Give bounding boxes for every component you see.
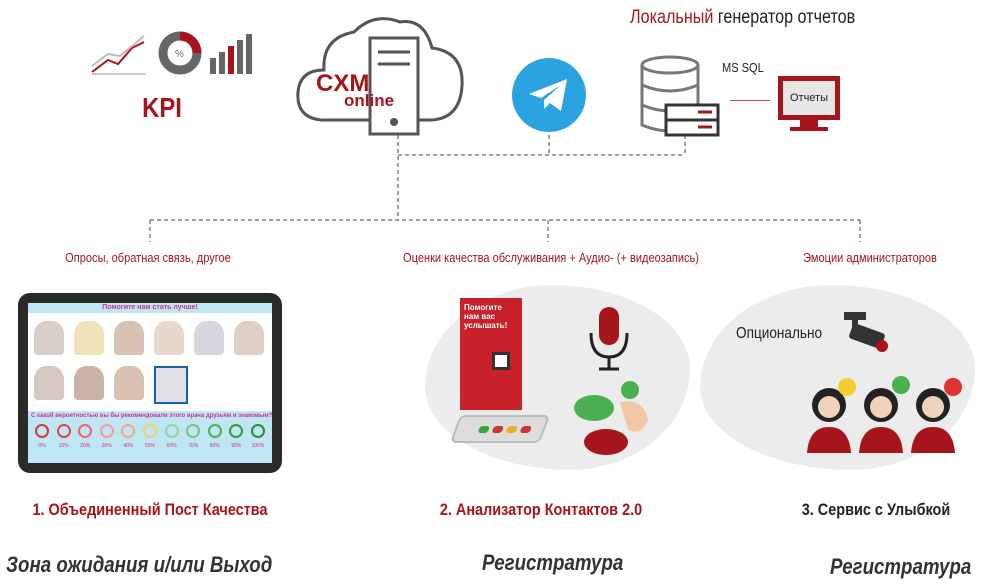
ms-sql-label: MS SQL (722, 60, 764, 75)
product-title-2: 2. Анализатор Контактов 2.0 (439, 500, 643, 519)
button-console (449, 415, 551, 443)
kpi-icons: % (91, 31, 252, 75)
card-text: Помогите нам вас услышать! (464, 303, 508, 330)
rating-button-yellow[interactable] (505, 425, 519, 433)
bar-chart-icon (210, 34, 252, 74)
doctor-photo[interactable] (74, 365, 104, 400)
rating-panel: С какой вероятностью вы бы рекомендовали… (28, 411, 272, 463)
product-title-1: 1. Объединенный Пост Качества (32, 500, 268, 519)
cxm-online-logo: CXM online (316, 70, 395, 110)
rating-scale: 0% 10% 20% 30% 40% 50% 60% 70% 80% 90% 1… (31, 424, 269, 449)
feedback-card: Помогите нам вас услышать! (460, 298, 522, 410)
microphone-icon (589, 307, 629, 371)
telegram-icon (512, 58, 586, 132)
qr-code (492, 352, 510, 371)
connector-lines (149, 135, 861, 242)
rating-option[interactable]: 30% (99, 424, 114, 449)
rating-option[interactable]: 70% (186, 424, 201, 449)
doctor-photo-selected[interactable] (154, 365, 188, 404)
doctor-photo[interactable] (114, 321, 144, 355)
doctor-photo[interactable] (34, 321, 64, 355)
administrator-happy (807, 378, 856, 453)
location-2: Регистратура (482, 550, 624, 575)
doctor-photo[interactable] (234, 321, 264, 355)
rating-option[interactable]: 50% (142, 424, 157, 449)
rating-option[interactable]: 0% (35, 424, 49, 449)
location-3: Регистратура (830, 554, 972, 579)
monitor-base (790, 127, 828, 131)
doctor-photo[interactable] (74, 321, 104, 355)
reports-label: Отчеты (783, 81, 835, 115)
camera-icon (844, 312, 888, 352)
rating-button-red[interactable] (519, 425, 533, 433)
rating-option[interactable]: 40% (121, 424, 136, 449)
survey-heading: Помогите нам стать лучше! (28, 303, 272, 313)
tablet-screen: Помогите нам стать лучше! С какой вероят… (28, 303, 272, 463)
rating-option[interactable]: 10% (56, 424, 71, 449)
logo-online: online (344, 91, 395, 110)
rating-option[interactable]: 80% (207, 424, 222, 449)
rating-button-red[interactable] (491, 425, 505, 433)
location-1: Зона ожидания и/или Выход (6, 552, 273, 577)
doctor-photo[interactable] (194, 321, 224, 355)
administrator-angry (911, 378, 962, 453)
rating-option[interactable]: 100% (250, 424, 265, 449)
branch-label-1: Опросы, обратная связь, другое (65, 250, 231, 265)
db-monitor-connector (730, 100, 770, 101)
database-server-icon (640, 55, 720, 137)
line-chart-icon (91, 35, 146, 75)
title-highlight: Локальный (630, 7, 714, 28)
branch-label-2: Оценки качества обслуживания + Аудио- (+… (403, 250, 699, 265)
rating-question: С какой вероятностью вы бы рекомендовали… (31, 413, 272, 419)
rating-option[interactable]: 60% (164, 424, 179, 449)
kpi-label: KPI (142, 92, 182, 123)
optional-label: Опционально (736, 325, 823, 342)
voice-bubbles-icon (574, 381, 648, 455)
product-title-3: 3. Сервис с Улыбкой (801, 500, 951, 519)
rating-option[interactable]: 90% (229, 424, 244, 449)
rating-option[interactable]: 20% (78, 424, 93, 449)
logo-cxm: CXM (316, 70, 370, 97)
rating-button-green[interactable] (477, 425, 491, 433)
svg-text:%: % (175, 49, 184, 60)
reports-monitor: Отчеты (778, 76, 840, 120)
cloud-server-icon (296, 17, 464, 136)
doctor-photo[interactable] (34, 365, 64, 400)
doctor-photo[interactable] (114, 365, 144, 400)
title-rest: генератор отчетов (713, 7, 856, 28)
branch-label-3: Эмоции администраторов (803, 250, 937, 265)
report-generator-title: Локальный генератор отчетов (630, 7, 855, 29)
administrators-icons (807, 376, 962, 453)
donut-chart-icon: % (158, 31, 202, 75)
monitor-stand (800, 120, 818, 128)
administrator-very-happy (859, 376, 910, 453)
doctor-grid (28, 313, 272, 408)
doctor-photo[interactable] (154, 321, 184, 355)
tablet-device: Помогите нам стать лучше! С какой вероят… (18, 293, 282, 473)
